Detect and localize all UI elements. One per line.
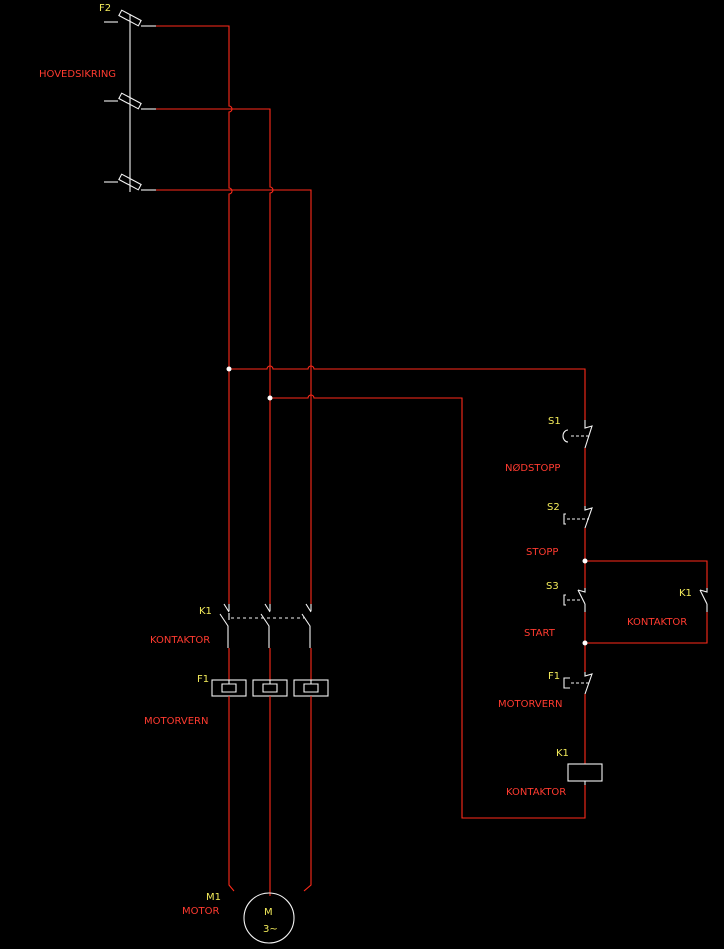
fuse-name: HOVEDSIKRING [39, 69, 116, 80]
fuse-tag: F2 [99, 3, 111, 14]
control-supply-wire [229, 365, 586, 420]
motor-phase-label: 3~ [263, 924, 278, 935]
s1-tag: S1 [548, 416, 561, 427]
f1-overload-main: F1 MOTORVERN [144, 674, 329, 727]
motor-symbol [243, 892, 295, 944]
motor-symbol-letter: M [264, 907, 273, 918]
s2-name: STOPP [526, 547, 558, 558]
s3-start: S3 START [524, 581, 586, 639]
wire-l1 [156, 25, 233, 604]
wire-l2 [156, 108, 274, 604]
motor-m1: M 3~ M1 MOTOR [182, 892, 295, 944]
wire-hold-bottom [585, 612, 708, 644]
coil-symbol [567, 763, 603, 782]
s1-name: NØDSTOPP [505, 462, 560, 474]
k1-main-name: KONTAKTOR [150, 635, 210, 646]
f1-main-name: MOTORVERN [144, 716, 208, 727]
k1-hold-name: KONTAKTOR [627, 617, 687, 628]
f1-main-tag: F1 [197, 674, 209, 685]
wire-l1-motor [228, 696, 235, 892]
f1-overload-contact: F1 MOTORVERN [498, 671, 593, 710]
fuse-l3 [104, 173, 156, 191]
k1-holding-contact: K1 KONTAKTOR [627, 588, 708, 628]
s2-tag: S2 [547, 502, 560, 513]
wire-hold-top [585, 560, 708, 588]
f1-ctrl-tag: F1 [548, 671, 560, 682]
control-return-wire [270, 394, 586, 819]
wire-l3-motor [303, 696, 312, 892]
s2-stop: S2 STOPP [526, 502, 593, 558]
junction-dot [582, 640, 588, 646]
wire-l3 [156, 189, 312, 604]
fuse-l1 [104, 9, 156, 27]
k1-main-contacts: K1 KONTAKTOR [150, 603, 312, 648]
s3-name: START [524, 628, 556, 639]
junction-dot [267, 395, 273, 401]
s3-tag: S3 [546, 581, 559, 592]
motor-tag: M1 [206, 892, 221, 903]
fuse-l2 [104, 92, 156, 110]
f1-ctrl-name: MOTORVERN [498, 699, 562, 710]
k1-hold-tag: K1 [679, 588, 692, 599]
k1-coil: K1 KONTAKTOR [506, 748, 603, 798]
s1-emergency-stop: S1 NØDSTOPP [505, 416, 593, 474]
junction-dot [582, 558, 588, 564]
motor-name: MOTOR [182, 906, 219, 917]
power-wires [156, 25, 586, 819]
k1-main-tag: K1 [199, 606, 212, 617]
main-fuses: F2 HOVEDSIKRING [39, 3, 156, 192]
k1-coil-name: KONTAKTOR [506, 787, 566, 798]
junction-dot [226, 366, 232, 372]
k1-coil-tag: K1 [556, 748, 569, 759]
